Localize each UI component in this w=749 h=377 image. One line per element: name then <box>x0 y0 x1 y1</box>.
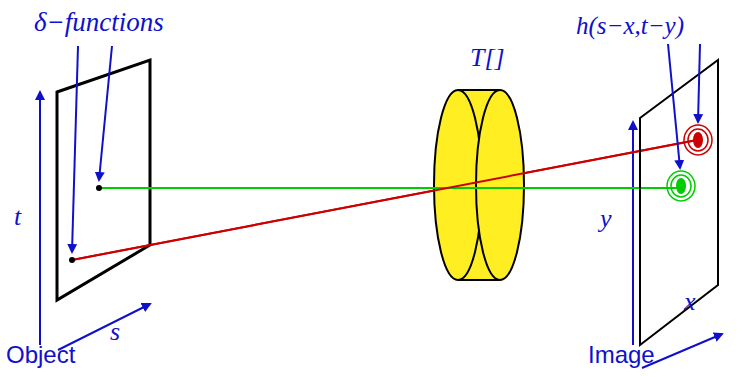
psf-label: h(s−x,t−y) <box>576 12 684 40</box>
axis-label: t <box>14 203 21 232</box>
leader-arrow <box>698 44 700 122</box>
leader-arrow <box>99 46 112 180</box>
y-axis <box>632 122 634 345</box>
axis-label: s <box>110 318 120 347</box>
system-label: T[] <box>470 44 505 73</box>
object-plane <box>57 60 150 300</box>
lens <box>72 90 697 280</box>
red-ray <box>72 140 697 260</box>
callout-label: δ−functions <box>34 8 164 38</box>
plane-label: Image <box>588 342 655 368</box>
t-axis <box>39 92 41 345</box>
axis-label: y <box>600 205 612 234</box>
leader-arrow <box>668 44 680 168</box>
axis-label: x <box>684 288 696 317</box>
delta-point <box>69 257 75 263</box>
green-psf <box>667 171 695 201</box>
delta-point <box>96 185 102 191</box>
red-psf <box>684 125 712 155</box>
image-plane <box>640 60 718 345</box>
plane-label: Object <box>6 342 75 368</box>
leader-arrow <box>72 46 78 252</box>
green-ray <box>99 187 680 189</box>
